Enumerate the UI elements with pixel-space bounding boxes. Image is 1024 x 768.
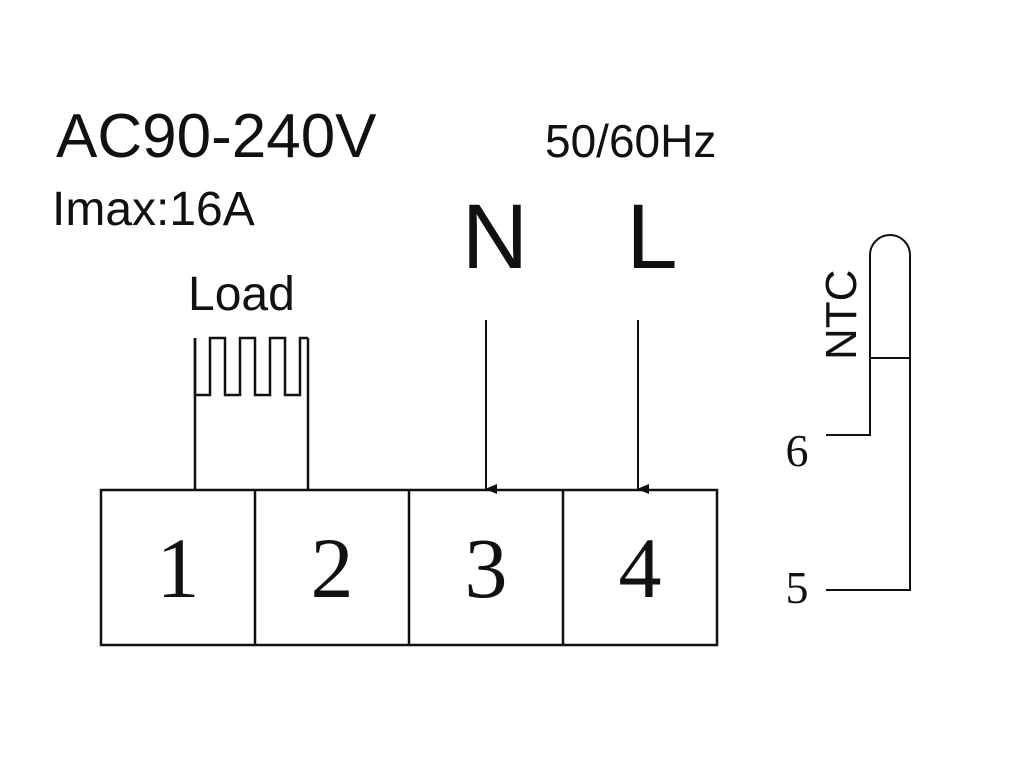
max-current-label: Imax:16A	[52, 183, 255, 236]
supply-voltage-label: AC90-240V	[56, 102, 377, 171]
terminal-1: 1	[157, 520, 200, 616]
live-label: L	[626, 186, 677, 288]
ntc-sensor-symbol	[826, 234, 911, 591]
ntc-lead-6	[826, 358, 871, 436]
load-label: Load	[188, 268, 295, 321]
terminal-4: 4	[619, 520, 662, 616]
ntc-probe-body	[869, 234, 911, 358]
neutral-label: N	[462, 186, 528, 288]
load-element-symbol	[193, 336, 310, 490]
terminal-3: 3	[465, 520, 508, 616]
supply-frequency-label: 50/60Hz	[545, 115, 716, 167]
ntc-label: NTC	[817, 270, 866, 360]
terminal-2: 2	[311, 520, 354, 616]
terminal-block: 1 2 3 4	[99, 488, 719, 647]
ntc-terminal-5: 5	[786, 562, 809, 613]
ntc-terminal-6: 6	[786, 425, 809, 476]
ntc-lead-5	[826, 358, 911, 591]
